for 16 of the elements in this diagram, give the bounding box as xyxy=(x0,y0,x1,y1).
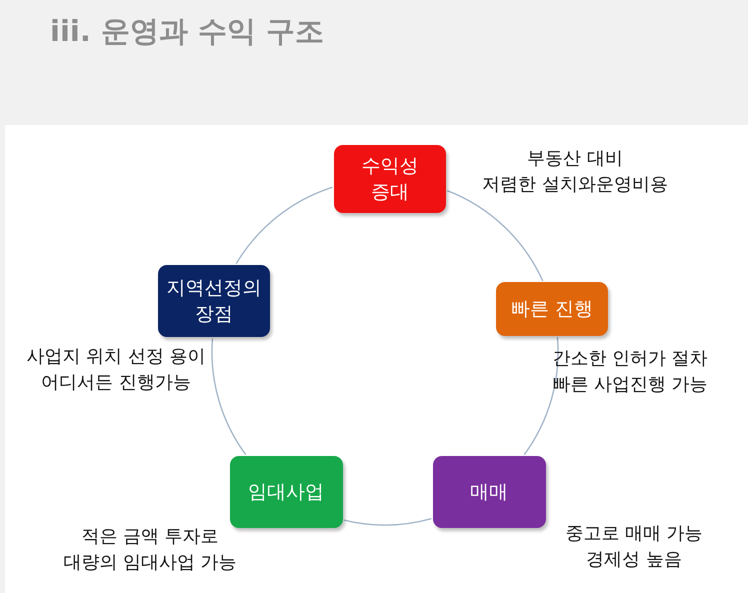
process-box: 수익성 증대 xyxy=(334,145,446,213)
process-box: 매매 xyxy=(432,456,546,528)
beside-text: 중고로 매매 가능 경제성 높음 xyxy=(565,522,703,572)
ring-arc xyxy=(344,518,432,526)
process-box: 임대사업 xyxy=(230,456,342,528)
ring-arc xyxy=(236,186,333,264)
ring-arc xyxy=(446,190,544,282)
beside-text: 적은 금액 투자로 대량의 임대사업 가능 xyxy=(63,525,237,575)
beside-text: 부동산 대비 저렴한 설치와운영비용 xyxy=(482,147,668,197)
process-box: 빠른 진행 xyxy=(496,282,608,336)
title: iii. 운영과 수익 구조 xyxy=(50,13,324,50)
beside-text: 간소한 인허가 절차 빠른 사업진행 가능 xyxy=(552,347,708,397)
ring-arc xyxy=(212,338,246,455)
beside-text: 사업지 위치 선정 용이 어디서든 진행가능 xyxy=(26,345,206,395)
ring-arc xyxy=(524,337,559,456)
process-box: 지역선정의 장점 xyxy=(158,265,270,337)
